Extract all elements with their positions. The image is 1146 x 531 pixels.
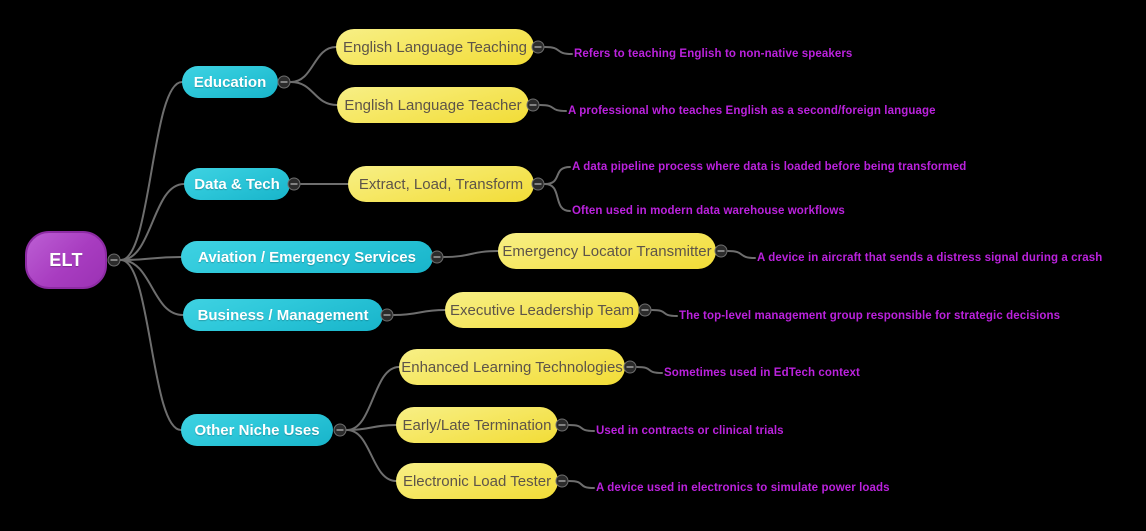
term-node-early-late-termination[interactable]: Early/Late Termination <box>396 407 558 443</box>
term-node-english-language-teaching[interactable]: English Language Teaching <box>336 29 534 65</box>
term-toggle-english-language-teacher[interactable] <box>526 98 540 112</box>
term-toggle-early-late-termination[interactable] <box>555 418 569 432</box>
category-node-business-management-label: Business / Management <box>197 306 369 324</box>
term-node-executive-leadership-team-label: Executive Leadership Team <box>450 301 634 319</box>
edge-education-to-english-language-teacher <box>290 81 338 106</box>
note-enhanced-learning-technologies-0: Sometimes used in EdTech context <box>664 367 860 379</box>
category-node-aviation-emergency-services[interactable]: Aviation / Emergency Services <box>181 241 433 273</box>
note-electronic-load-tester-0: A device used in electronics to simulate… <box>596 482 890 494</box>
note-extract-load-transform-0: A data pipeline process where data is lo… <box>572 161 967 173</box>
category-node-education[interactable]: Education <box>182 66 278 98</box>
note-early-late-termination-0: Used in contracts or clinical trials <box>596 425 784 437</box>
category-node-business-management[interactable]: Business / Management <box>183 299 383 331</box>
edge-early-late-termination-to-note-0 <box>568 424 595 432</box>
edge-english-language-teacher-to-note-0 <box>539 104 567 112</box>
category-toggle-aviation-emergency-services[interactable] <box>430 250 444 264</box>
edge-other-niche-uses-to-early-late-termination <box>346 424 397 431</box>
edge-root-to-data-tech <box>120 183 185 261</box>
term-node-extract-load-transform-label: Extract, Load, Transform <box>358 175 524 193</box>
edge-root-to-education <box>120 81 183 261</box>
edge-extract-load-transform-to-note-1 <box>544 183 571 212</box>
term-node-english-language-teacher-label: English Language Teacher <box>344 96 522 114</box>
category-node-data-tech-label: Data & Tech <box>194 175 280 193</box>
category-toggle-education[interactable] <box>277 75 291 89</box>
edge-executive-leadership-team-to-note-0 <box>651 309 678 317</box>
category-toggle-data-tech[interactable] <box>287 177 301 191</box>
edge-business-management-to-executive-leadership-team <box>393 309 446 316</box>
term-node-english-language-teaching-label: English Language Teaching <box>342 38 528 56</box>
category-toggle-other-niche-uses[interactable] <box>333 423 347 437</box>
category-node-aviation-emergency-services-label: Aviation / Emergency Services <box>198 248 416 266</box>
edge-emergency-locator-transmitter-to-note-0 <box>727 250 756 259</box>
term-node-electronic-load-tester[interactable]: Electronic Load Tester <box>396 463 558 499</box>
term-toggle-enhanced-learning-technologies[interactable] <box>623 360 637 374</box>
term-toggle-executive-leadership-team[interactable] <box>638 303 652 317</box>
edge-electronic-load-tester-to-note-0 <box>568 480 595 489</box>
root-node-elt-label: ELT <box>49 249 83 270</box>
term-node-enhanced-learning-technologies[interactable]: Enhanced Learning Technologies <box>399 349 625 385</box>
edge-other-niche-uses-to-enhanced-learning-technologies <box>346 366 400 431</box>
edge-extract-load-transform-to-note-0 <box>544 166 571 185</box>
edge-other-niche-uses-to-electronic-load-tester <box>346 429 397 482</box>
edge-root-to-other-niche-uses <box>120 259 182 431</box>
edge-enhanced-learning-technologies-to-note-0 <box>636 366 663 374</box>
term-node-executive-leadership-team[interactable]: Executive Leadership Team <box>445 292 639 328</box>
term-node-emergency-locator-transmitter-label: Emergency Locator Transmitter <box>502 242 712 260</box>
term-node-electronic-load-tester-label: Electronic Load Tester <box>402 472 552 490</box>
edge-education-to-english-language-teaching <box>290 46 337 83</box>
note-english-language-teaching-0: Refers to teaching English to non-native… <box>574 48 853 60</box>
term-toggle-emergency-locator-transmitter[interactable] <box>714 244 728 258</box>
term-node-early-late-termination-label: Early/Late Termination <box>402 416 552 434</box>
category-node-education-label: Education <box>193 73 267 91</box>
note-emergency-locator-transmitter-0: A device in aircraft that sends a distre… <box>757 252 1103 264</box>
root-node-elt[interactable]: ELT <box>25 231 107 289</box>
note-english-language-teacher-0: A professional who teaches English as a … <box>568 105 936 117</box>
term-toggle-english-language-teaching[interactable] <box>531 40 545 54</box>
edge-root-to-aviation-emergency-services <box>120 256 182 261</box>
note-extract-load-transform-1: Often used in modern data warehouse work… <box>572 205 845 217</box>
term-toggle-extract-load-transform[interactable] <box>531 177 545 191</box>
edge-root-to-business-management <box>120 259 184 316</box>
root-toggle[interactable] <box>107 253 121 267</box>
category-node-data-tech[interactable]: Data & Tech <box>184 168 290 200</box>
term-node-enhanced-learning-technologies-label: Enhanced Learning Technologies <box>401 358 623 376</box>
edge-aviation-emergency-services-to-emergency-locator-transmitter <box>443 250 499 258</box>
category-toggle-business-management[interactable] <box>380 308 394 322</box>
edge-english-language-teaching-to-note-0 <box>544 46 573 55</box>
term-node-english-language-teacher[interactable]: English Language Teacher <box>337 87 529 123</box>
term-toggle-electronic-load-tester[interactable] <box>555 474 569 488</box>
term-node-extract-load-transform[interactable]: Extract, Load, Transform <box>348 166 534 202</box>
category-node-other-niche-uses[interactable]: Other Niche Uses <box>181 414 333 446</box>
note-executive-leadership-team-0: The top-level management group responsib… <box>679 310 1061 322</box>
category-node-other-niche-uses-label: Other Niche Uses <box>194 421 320 439</box>
term-node-emergency-locator-transmitter[interactable]: Emergency Locator Transmitter <box>498 233 716 269</box>
